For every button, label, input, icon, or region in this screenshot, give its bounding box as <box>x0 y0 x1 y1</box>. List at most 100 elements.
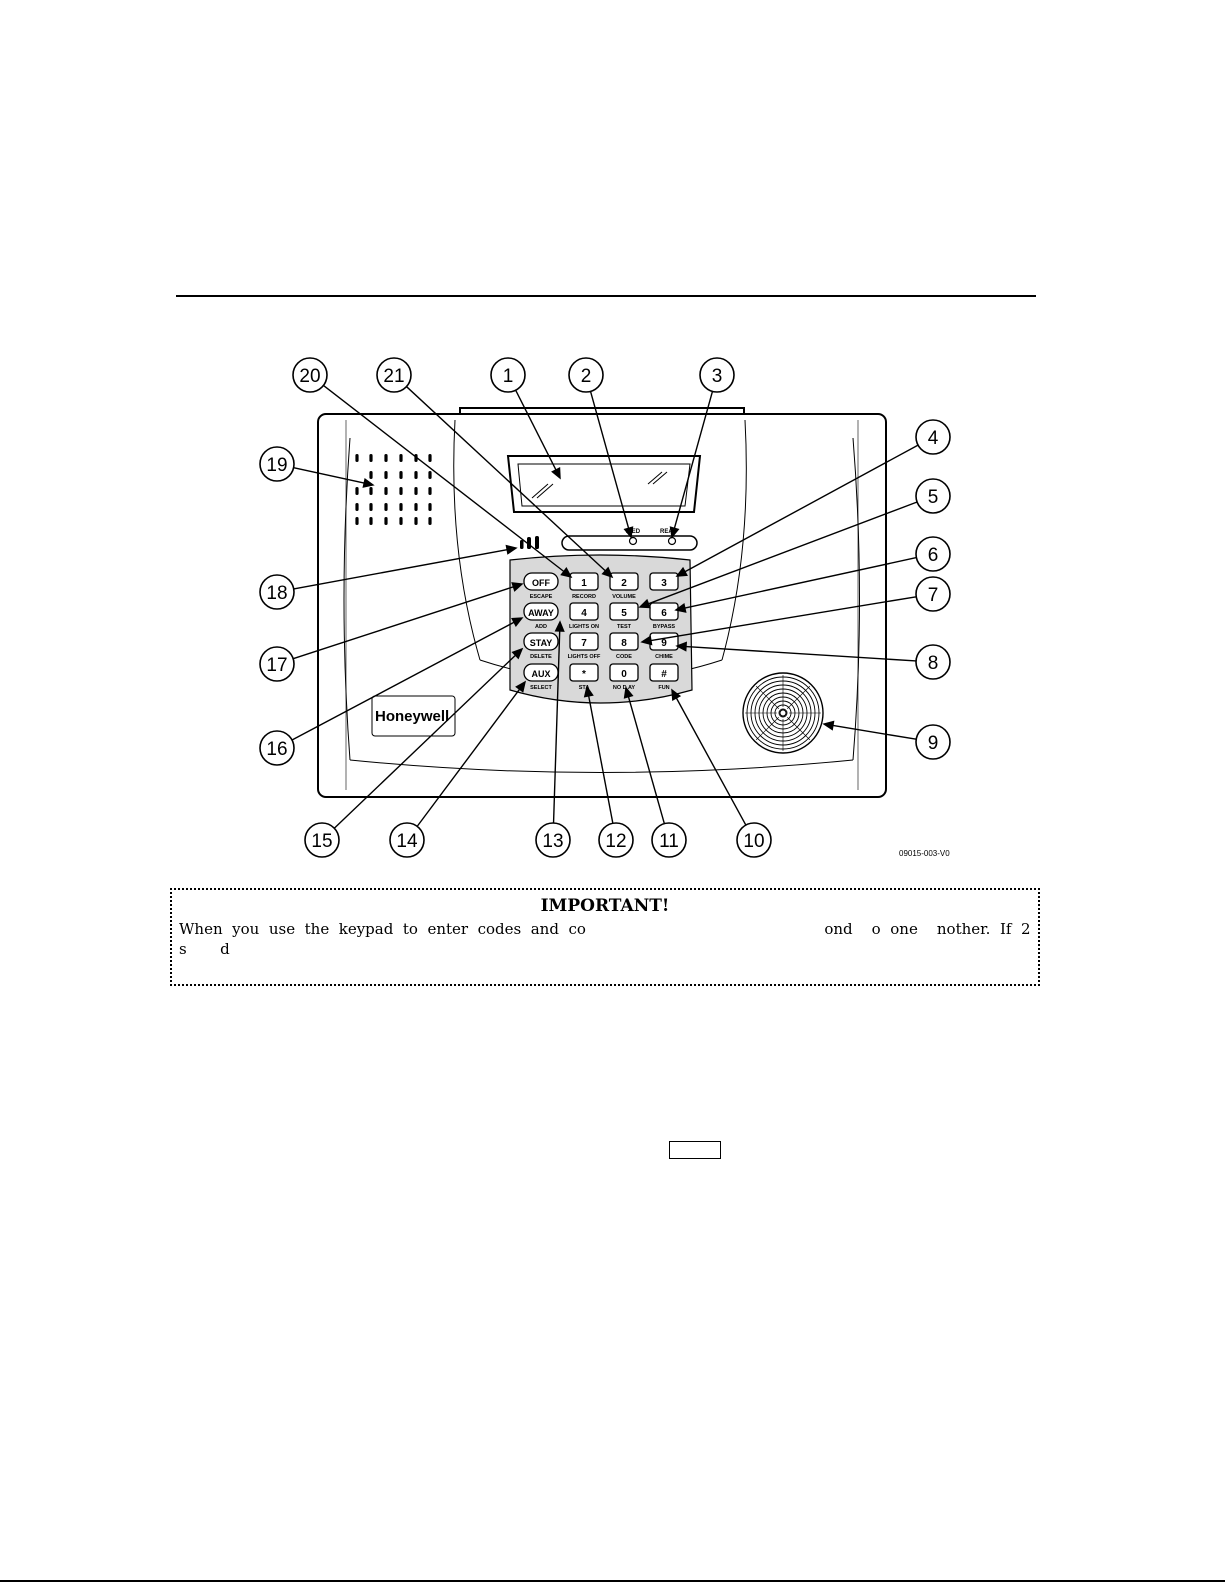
svg-text:8: 8 <box>928 653 939 674</box>
svg-text:3: 3 <box>661 578 667 589</box>
svg-text:13: 13 <box>542 831 563 852</box>
indicator-bar: A ED REA <box>561 529 698 551</box>
svg-text:DELETE: DELETE <box>530 654 552 660</box>
svg-text:BYPASS: BYPASS <box>653 624 676 630</box>
key-hash[interactable]: #FUN <box>649 663 679 691</box>
grille-hole <box>355 503 359 511</box>
callout-8: 8 <box>915 644 951 680</box>
callout-4: 4 <box>915 419 951 455</box>
callout-15: 15 <box>304 822 340 858</box>
leader-line-20 <box>323 384 565 573</box>
ready-label: REA <box>660 529 673 535</box>
svg-text:9: 9 <box>661 638 667 649</box>
svg-text:2: 2 <box>581 366 592 387</box>
callout-13: 13 <box>535 822 571 858</box>
svg-text:4: 4 <box>581 608 587 619</box>
leader-arrow-12 <box>583 685 594 698</box>
grille-hole <box>369 454 373 462</box>
grille-hole <box>428 471 432 479</box>
svg-text:20: 20 <box>299 366 320 387</box>
important-line-1: When you use the keypad to enter codes a… <box>179 920 1031 938</box>
important-box: IMPORTANT! When you use the keypad to en… <box>170 888 1040 986</box>
callout-7: 7 <box>915 576 951 612</box>
leader-line-5 <box>648 501 918 605</box>
svg-text:9: 9 <box>928 733 939 754</box>
svg-text:6: 6 <box>661 608 667 619</box>
leader-line-6 <box>684 556 917 609</box>
grille-hole <box>428 503 432 511</box>
leader-arrow-10 <box>671 688 682 701</box>
grille-hole <box>414 471 418 479</box>
callout-16: 16 <box>259 730 295 766</box>
callout-19: 19 <box>259 446 295 482</box>
callout-21: 21 <box>376 357 412 393</box>
svg-text:OFF: OFF <box>532 578 550 588</box>
key-3[interactable]: 3 <box>649 572 679 591</box>
svg-text:CHIME: CHIME <box>655 654 673 660</box>
grille-hole <box>369 517 373 525</box>
svg-text:TEST: TEST <box>617 624 632 630</box>
svg-text:AWAY: AWAY <box>528 608 554 618</box>
speaker-grille <box>355 454 432 525</box>
svg-text:3: 3 <box>712 366 723 387</box>
svg-text:21: 21 <box>383 366 404 387</box>
grille-hole <box>355 454 359 462</box>
svg-text:19: 19 <box>266 455 287 476</box>
grille-hole <box>369 471 373 479</box>
svg-text:5: 5 <box>621 608 627 619</box>
grille-hole <box>369 503 373 511</box>
grille-hole <box>384 471 388 479</box>
key-star[interactable]: *STA <box>569 663 599 691</box>
leader-arrow-7 <box>640 635 653 646</box>
important-body: When you use the keypad to enter codes a… <box>179 919 1031 959</box>
leader-arrow-14 <box>515 680 527 693</box>
leader-arrow-18 <box>505 544 518 555</box>
console-body <box>317 407 887 798</box>
leader-arrow-21 <box>601 566 614 579</box>
svg-text:NO D AY: NO D AY <box>613 685 636 691</box>
important-line-2: s d <box>179 940 230 958</box>
leader-arrow-20 <box>560 567 573 579</box>
grille-hole <box>384 454 388 462</box>
svg-text:AUX: AUX <box>531 669 550 679</box>
leader-line-9 <box>832 724 917 740</box>
leader-arrow-11 <box>623 686 634 699</box>
leader-line-7 <box>650 596 917 642</box>
leader-line-10 <box>675 697 747 826</box>
callout-9: 9 <box>915 724 951 760</box>
leader-arrow-2 <box>623 526 634 539</box>
leader-arrow-19 <box>362 477 375 488</box>
key-0[interactable]: 0NO D AY <box>609 663 639 691</box>
brand-text: Honeywell <box>375 708 449 725</box>
leader-line-11 <box>627 696 666 824</box>
grille-hole <box>428 454 432 462</box>
leader-line-17 <box>292 586 514 660</box>
important-title: IMPORTANT! <box>540 896 670 916</box>
grille-hole <box>369 487 373 495</box>
svg-text:STA: STA <box>579 685 590 691</box>
sounder-speaker <box>742 672 824 754</box>
svg-text:11: 11 <box>659 831 679 852</box>
display-window <box>506 455 702 513</box>
grille-hole <box>399 517 403 525</box>
leader-line-18 <box>293 548 508 590</box>
svg-text:12: 12 <box>605 831 626 852</box>
svg-text:VOLUME: VOLUME <box>612 594 636 600</box>
honeywell-logo: Honeywell <box>371 695 456 737</box>
grille-hole <box>399 503 403 511</box>
leader-line-15 <box>333 654 516 829</box>
small-box <box>669 1141 721 1159</box>
callout-17: 17 <box>259 646 295 682</box>
